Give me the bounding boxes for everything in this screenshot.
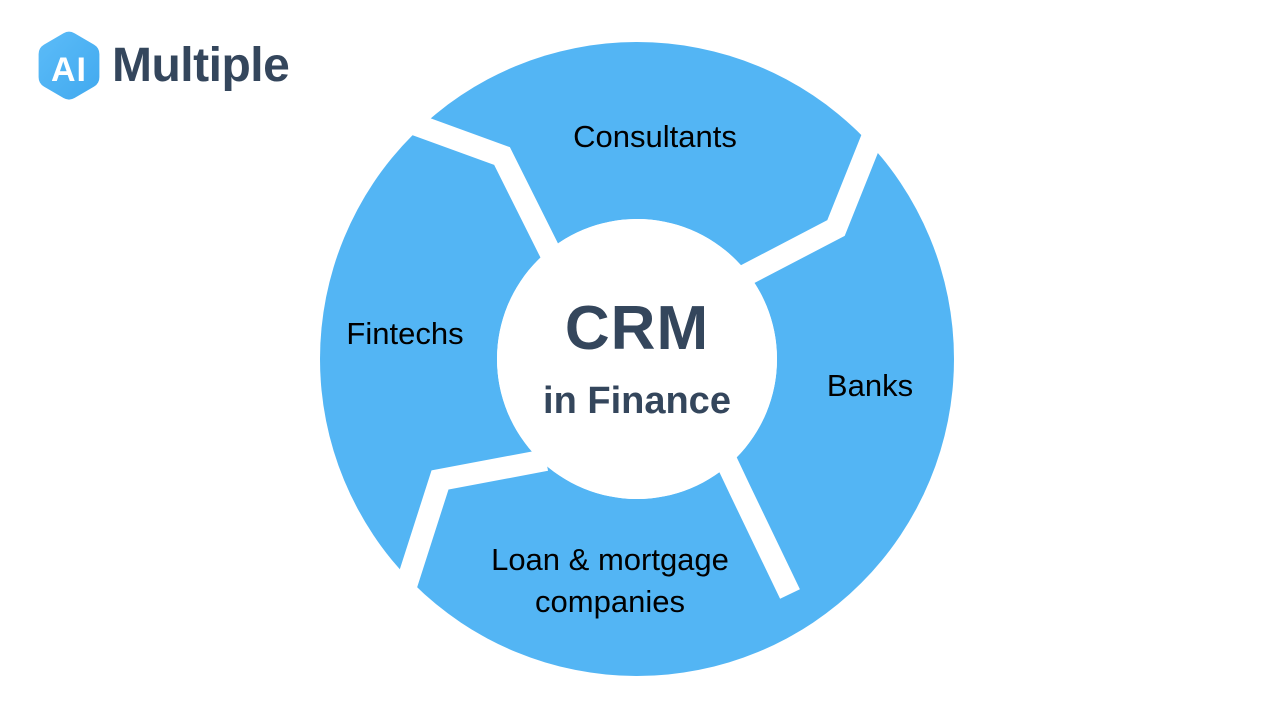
segment-label-consultants: Consultants — [573, 119, 737, 154]
segment-label-fintechs: Fintechs — [346, 316, 464, 351]
segment-label-banks: Banks — [826, 368, 914, 403]
segment-label-loan-mortgage-companies: Loan & mortgage companies — [491, 542, 729, 619]
donut-center-hub — [497, 219, 777, 499]
